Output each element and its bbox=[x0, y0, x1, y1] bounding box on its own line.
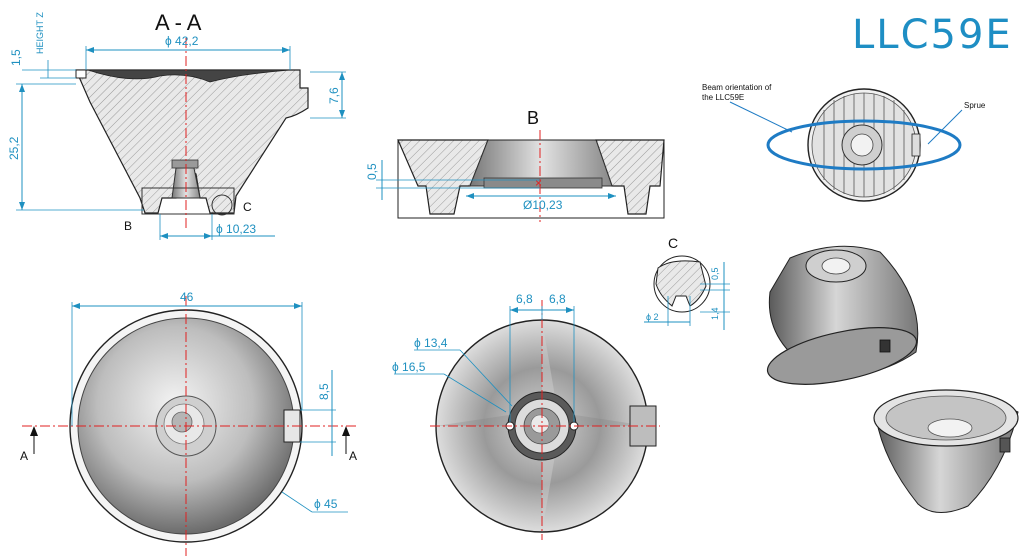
dim-6-8-right: 6,8 bbox=[549, 292, 566, 306]
dim-height-z: HEIGHT Z bbox=[35, 12, 45, 54]
dim-8-5: 8,5 bbox=[317, 383, 331, 400]
detail-c-view: C 0,5 1,4 ϕ 2 bbox=[644, 235, 730, 330]
dim-46: 46 bbox=[180, 290, 194, 304]
beam-orientation-line1: Beam orientation of bbox=[702, 83, 772, 92]
section-body bbox=[75, 69, 309, 214]
svg-text:×: × bbox=[535, 176, 542, 190]
marker-b: B bbox=[124, 219, 132, 233]
dim-phi-10-23: ϕ 10,23 bbox=[216, 222, 256, 236]
sprue-label: Sprue bbox=[964, 101, 986, 110]
detail-c-label: C bbox=[668, 235, 678, 251]
section-aa-view: A - A ϕ 42,2 HEIGHT Z 1,5 25, bbox=[7, 10, 346, 240]
arrow-a-left: A bbox=[20, 449, 28, 463]
top-view-left: A A 46 8,5 ϕ 45 bbox=[20, 290, 357, 556]
dim-phi-13-4: ϕ 13,4 bbox=[414, 336, 448, 350]
detail-c-dim-phi-2: ϕ 2 bbox=[646, 312, 659, 322]
dim-phi-42-2: ϕ 42,2 bbox=[165, 34, 199, 48]
dim-6-8-left: 6,8 bbox=[516, 292, 533, 306]
dim-25-2: 25,2 bbox=[7, 136, 21, 160]
render-3d-top bbox=[766, 245, 919, 385]
section-aa-label: A - A bbox=[155, 10, 202, 35]
detail-b-dim-0-5: 0,5 bbox=[365, 163, 379, 180]
arrow-a-right: A bbox=[349, 449, 357, 463]
detail-c-dim-1-4: 1,4 bbox=[710, 307, 720, 320]
beam-ellipse bbox=[766, 119, 962, 171]
product-title: LLC59E bbox=[852, 12, 1013, 58]
dim-phi-45: ϕ 45 bbox=[314, 497, 338, 511]
beam-orientation-view: Beam orientation of the LLC59E Sprue bbox=[702, 83, 986, 202]
render-3d-bottom bbox=[873, 389, 1019, 513]
beam-orientation-line2: the LLC59E bbox=[702, 93, 744, 102]
dim-phi-16-5: ϕ 16,5 bbox=[392, 360, 426, 374]
detail-b-label: B bbox=[527, 108, 539, 128]
dim-7-6: 7,6 bbox=[327, 87, 341, 104]
marker-c: C bbox=[243, 200, 252, 214]
dim-1-5: 1,5 bbox=[9, 49, 23, 66]
detail-c-dim-0-5: 0,5 bbox=[710, 267, 720, 280]
detail-b-view: B × 0,5 Ø10,23 bbox=[365, 108, 665, 222]
bottom-view-middle: 6,8 6,8 ϕ 13,4 ϕ 16,5 bbox=[392, 292, 660, 540]
detail-b-dim-10-23: Ø10,23 bbox=[523, 198, 563, 212]
